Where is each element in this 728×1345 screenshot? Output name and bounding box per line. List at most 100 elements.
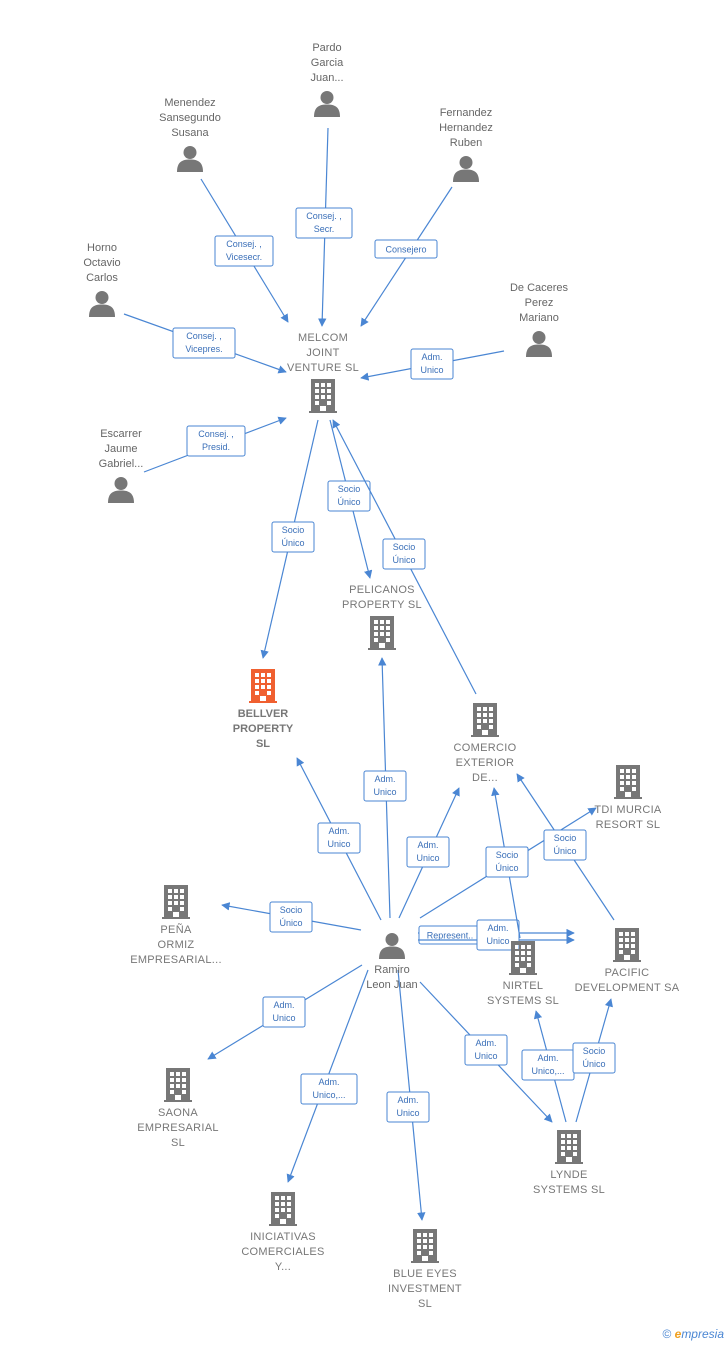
node-pena[interactable]: PEÑAORMIZEMPRESARIAL... — [130, 885, 222, 966]
relation-label[interactable]: Adm.Unico — [317, 822, 361, 854]
relation-label-box — [543, 829, 587, 861]
edge-menendez-to-melcom: Consej. ,Vicesecr. — [200, 178, 289, 323]
relation-label[interactable]: Adm.Unico — [262, 996, 306, 1028]
relation-label[interactable]: Consej. ,Vicesecr. — [214, 235, 274, 267]
relation-label-text: Vicepres. — [185, 344, 222, 354]
node-pardo[interactable]: PardoGarciaJuan... — [310, 42, 344, 117]
relation-label-text: Único — [281, 538, 304, 548]
relation-label[interactable]: Adm. Unico — [386, 1091, 430, 1123]
building-icon — [613, 928, 641, 962]
building-icon — [249, 669, 277, 703]
relation-label-text: Adm. — [487, 923, 508, 933]
relation-label-text: Único — [582, 1059, 605, 1069]
edge-fernandez-to-melcom: Consejero — [360, 186, 453, 327]
node-escarrer[interactable]: EscarrerJaumeGabriel... — [99, 428, 144, 503]
building-icon — [309, 379, 337, 413]
relation-label-text: Unico — [396, 1108, 419, 1118]
relation-label-text: Adm. — [537, 1053, 558, 1063]
relation-label[interactable]: Adm.Unico,... — [300, 1073, 358, 1105]
relation-label-text: Único — [553, 846, 576, 856]
edges-layer: Consej. ,Secr. Consej. ,Vicesecr. Consejer… — [123, 127, 616, 1221]
node-label-line: TDI MURCIA — [594, 804, 662, 816]
edge-ramiro-to-comercio: Adm.Unico — [398, 787, 460, 919]
relation-label[interactable]: Adm.Unico — [406, 836, 450, 868]
relation-label-text: Adm. — [397, 1095, 418, 1105]
building-icon — [368, 616, 396, 650]
node-label-line: De Caceres — [510, 282, 569, 294]
relation-label-text: Adm. — [475, 1038, 496, 1048]
relation-label[interactable]: Adm.Unico,... — [521, 1049, 575, 1081]
relation-label-box — [485, 846, 529, 878]
relation-label-text: Adm. — [374, 774, 395, 784]
edge-ramiro-to-saona: Adm.Unico — [207, 964, 363, 1060]
edge-ramiro-to-bellver: Adm.Unico — [296, 757, 382, 921]
relation-label[interactable]: Consej. ,Secr. — [295, 207, 353, 239]
relation-label-text: Represent.. — [427, 931, 474, 941]
node-label-line: SYSTEMS SL — [487, 995, 559, 1007]
node-tdi[interactable]: TDI MURCIA RESORT SL — [594, 765, 662, 831]
relation-label-text: Unico — [420, 365, 443, 375]
node-iniciativas[interactable]: INICIATIVASCOMERCIALESY... — [241, 1192, 324, 1273]
relation-label-box — [271, 521, 315, 553]
node-label-line: SL — [171, 1137, 185, 1149]
person-icon — [108, 477, 134, 503]
relation-label[interactable]: Adm.Unico — [410, 348, 454, 380]
node-comercio[interactable]: COMERCIOEXTERIORDE... — [454, 703, 517, 784]
relation-label-box — [572, 1042, 616, 1074]
node-label-line: SL — [418, 1298, 432, 1310]
brand-e-logo: e — [674, 1327, 682, 1341]
relation-label[interactable]: Adm.Unico — [464, 1034, 508, 1066]
node-label-line: PROPERTY — [233, 723, 294, 735]
relation-label-text: Consejero — [385, 245, 426, 255]
node-label-line: COMERCIO — [454, 742, 517, 754]
node-label-line: PACIFIC — [605, 967, 650, 979]
node-label-line: VENTURE SL — [287, 362, 359, 374]
node-label-line: Y... — [275, 1261, 291, 1273]
node-label-line: Hernandez — [439, 122, 493, 134]
relation-label-text: Consej. , — [186, 331, 222, 341]
node-label-line: Mariano — [519, 312, 559, 324]
relation-label-text: Consej. , — [226, 239, 262, 249]
relation-label-text: Unico — [373, 787, 396, 797]
relation-label-box — [410, 348, 454, 380]
relation-label[interactable]: Represent.. — [418, 925, 482, 945]
node-label-line: PEÑA — [160, 923, 192, 936]
node-label-line: RESORT SL — [596, 819, 661, 831]
footer-brand[interactable]: © empresia — [662, 1327, 724, 1341]
relation-label[interactable]: Consejero — [374, 239, 438, 259]
node-label-line: SL — [256, 738, 270, 750]
relation-label-text: Presid. — [202, 442, 230, 452]
node-label-line: Carlos — [86, 272, 118, 284]
node-label-line: PROPERTY SL — [342, 599, 422, 611]
node-label-line: EMPRESARIAL — [137, 1122, 219, 1134]
relation-label[interactable]: Adm. Unico — [363, 770, 407, 802]
relation-label-box — [172, 327, 236, 359]
relation-label[interactable]: Consej. ,Presid. — [186, 425, 246, 457]
node-label-line: Ruben — [450, 137, 482, 149]
relation-label[interactable]: Consej. , Vicepres. — [172, 327, 236, 359]
node-label-line: Fernandez — [440, 107, 493, 119]
